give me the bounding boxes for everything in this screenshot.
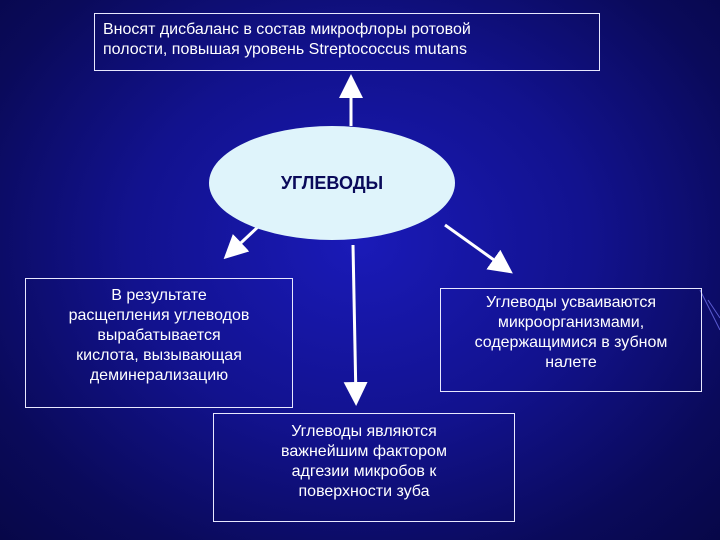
- effect-box-acid-text: В результате расщепления углеводов выраб…: [68, 287, 250, 384]
- effect-box-dysbalance-text: Вносят дисбаланс в состав микрофлоры рот…: [103, 21, 471, 58]
- arrow-down: [343, 244, 368, 406]
- effect-box-microorganisms-text: Углеводы усваиваются микроорганизмами, с…: [474, 294, 668, 371]
- effect-box-adhesion-text: Углеводы являются важнейшим фактором адг…: [281, 423, 447, 500]
- center-ellipse: УГЛЕВОДЫ: [209, 126, 455, 240]
- arrow-right: [444, 223, 513, 274]
- effect-box-dysbalance: Вносят дисбаланс в состав микрофлоры рот…: [94, 13, 600, 71]
- effect-box-microorganisms: Углеводы усваиваются микроорганизмами, с…: [440, 288, 702, 392]
- arrow-left: [223, 223, 262, 260]
- effect-box-adhesion: Углеводы являются важнейшим фактором адг…: [213, 413, 515, 522]
- effect-box-acid: В результате расщепления углеводов выраб…: [25, 278, 293, 408]
- center-label: УГЛЕВОДЫ: [280, 172, 384, 193]
